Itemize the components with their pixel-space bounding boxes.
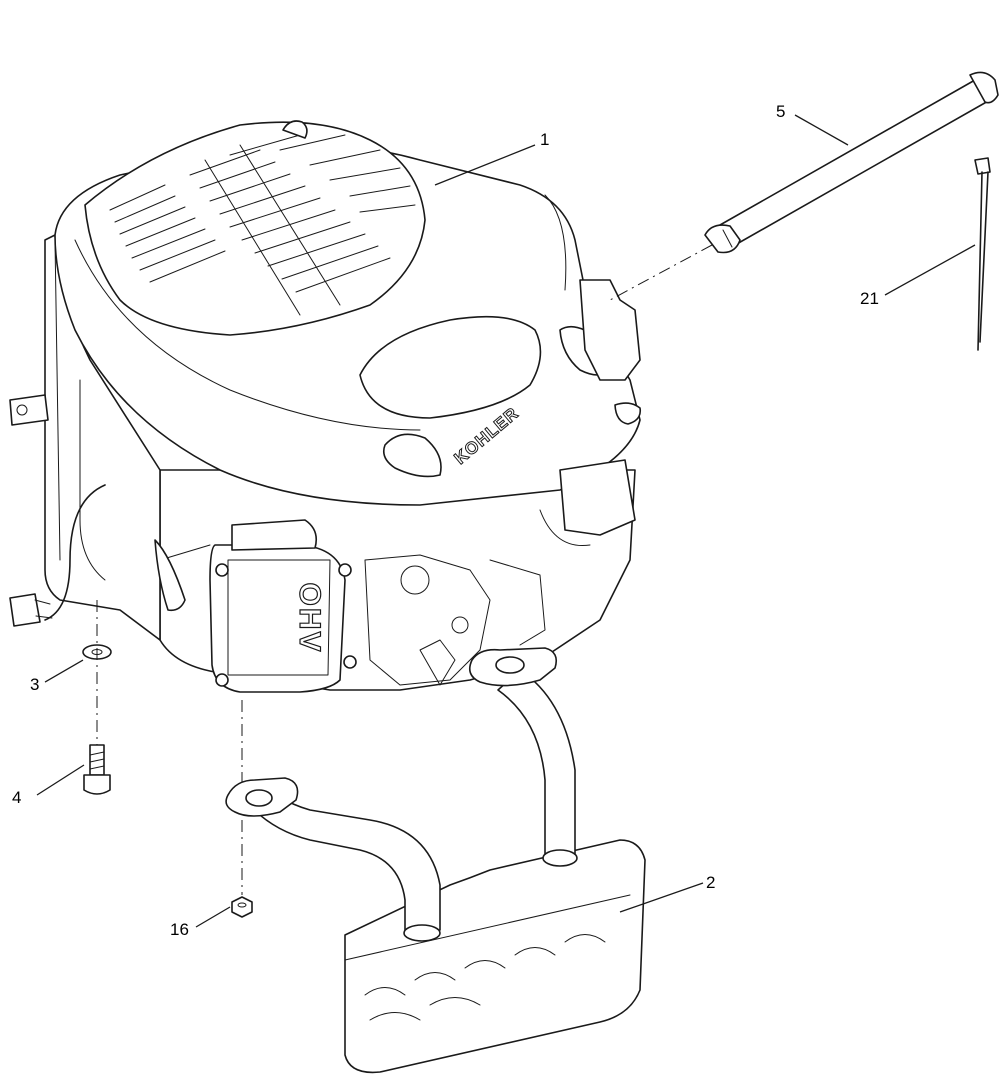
callout-16: 16 — [170, 920, 189, 939]
dipstick-tube — [704, 71, 999, 254]
callout-labels: 1 2 3 4 5 16 21 — [12, 102, 879, 939]
engine-assembly: KOHLER OHV — [9, 120, 642, 693]
nut — [231, 896, 253, 918]
grille-slots — [109, 134, 416, 316]
leader-3 — [44, 659, 84, 683]
leader-lines — [36, 114, 976, 928]
callout-21: 21 — [860, 289, 879, 308]
callout-1: 1 — [540, 130, 549, 149]
callout-2: 2 — [706, 873, 715, 892]
callout-4: 4 — [12, 788, 21, 807]
leader-1 — [434, 144, 536, 186]
callout-3: 3 — [30, 675, 39, 694]
bolt — [83, 744, 111, 795]
valve-cover-label: OHV — [293, 582, 326, 653]
leader-16 — [195, 906, 231, 928]
callout-5: 5 — [776, 102, 785, 121]
leader-21 — [884, 244, 976, 296]
leader-4 — [36, 764, 85, 796]
muffler-assembly — [225, 647, 646, 1074]
leader-5 — [794, 114, 849, 146]
leader-2 — [619, 882, 704, 913]
dipstick-centerline — [609, 244, 713, 301]
cable-tie — [974, 157, 991, 351]
